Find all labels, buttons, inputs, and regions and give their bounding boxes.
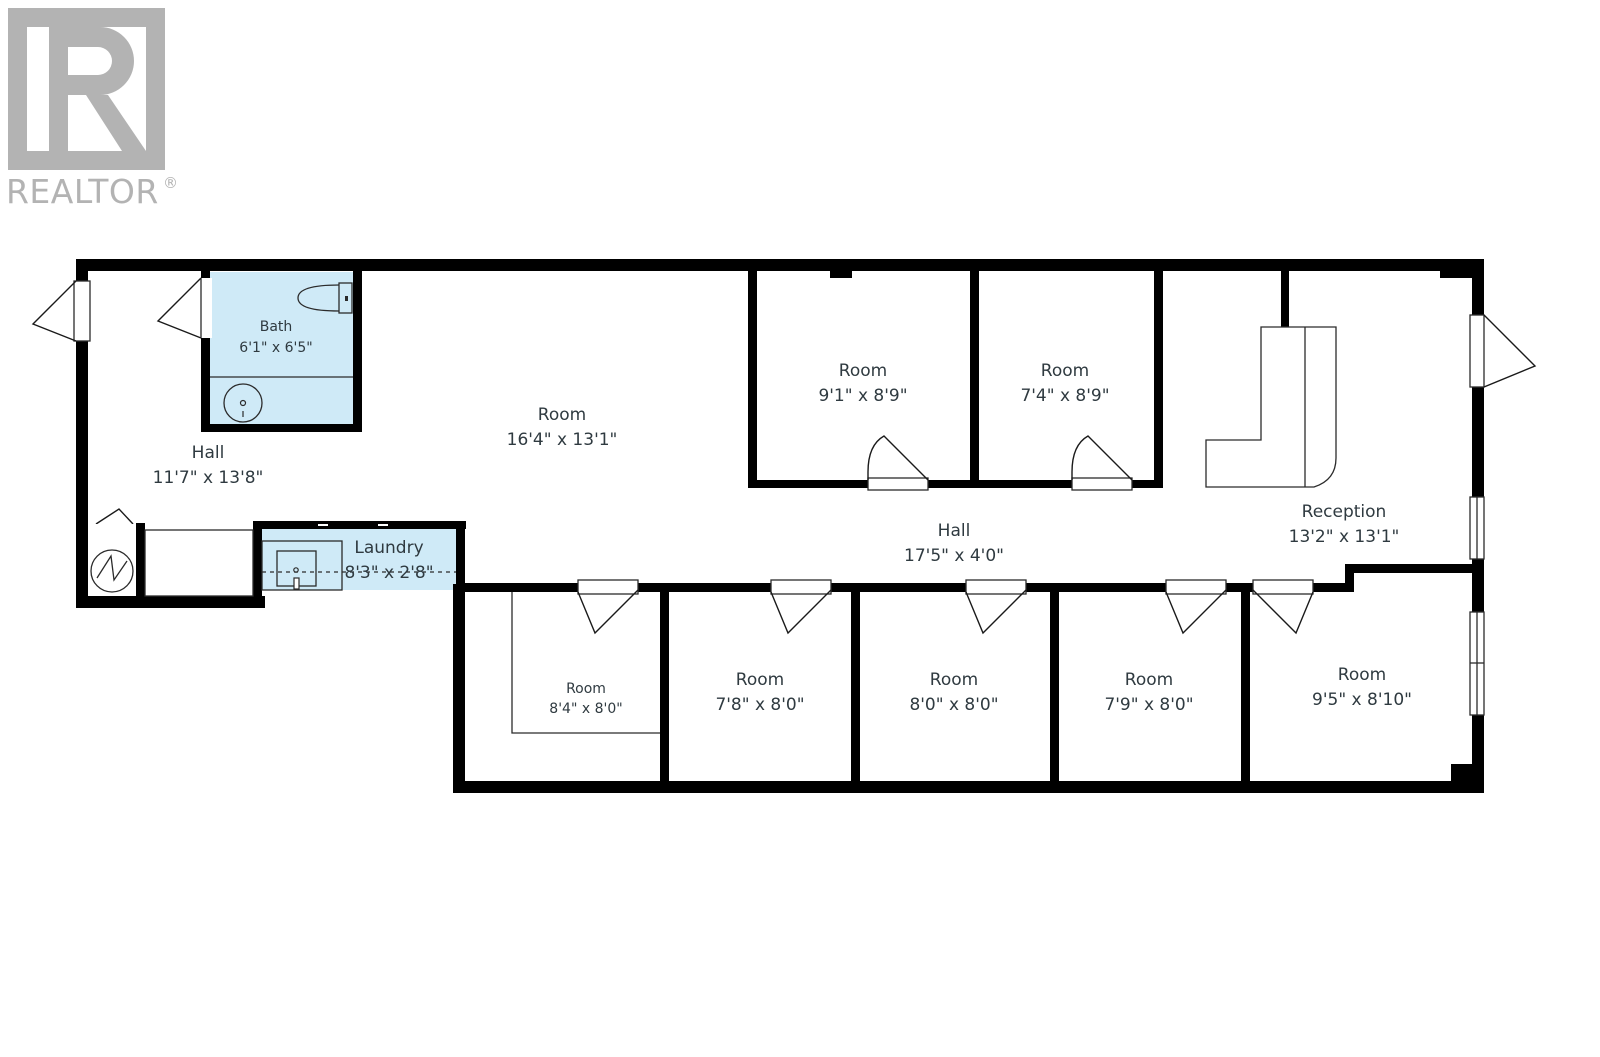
room-dims-hall-main: 17'5" x 4'0" <box>904 546 1004 566</box>
room-dims-s5: 9'5" x 8'10" <box>1312 690 1412 710</box>
realtor-r-logo-icon <box>8 8 165 170</box>
room-dims-n1: 9'1" x 8'9" <box>818 386 907 406</box>
room-label-hall-main: Hall <box>938 521 971 541</box>
room-dims-hall-west: 11'7" x 13'8" <box>153 468 264 488</box>
brand-name: REALTOR <box>6 172 159 211</box>
fixtures <box>88 282 1337 734</box>
room-label-main: Room <box>538 405 586 425</box>
room-dims-s3: 8'0" x 8'0" <box>909 695 998 715</box>
room-label-n2: Room <box>1041 361 1089 381</box>
interior-walls <box>136 271 1472 781</box>
water-heater-icon <box>88 524 136 596</box>
doors <box>31 277 1537 635</box>
room-label-reception: Reception <box>1302 502 1387 522</box>
room-label-laundry: Laundry <box>354 538 423 558</box>
room-label-hall-west: Hall <box>192 443 225 463</box>
room-dims-laundry: 8'3" x 2'8" <box>344 563 433 583</box>
room-label-s1: Room <box>566 681 606 697</box>
room-label-bath: Bath <box>260 319 293 335</box>
toilet-icon <box>297 282 353 314</box>
room-label-s2: Room <box>736 670 784 690</box>
laundry-sink-icon <box>261 540 343 591</box>
room-dims-s4: 7'9" x 8'0" <box>1104 695 1193 715</box>
reception-desk <box>1205 326 1337 488</box>
registered-mark: ® <box>163 174 178 192</box>
room-dims-s2: 7'8" x 8'0" <box>715 695 804 715</box>
bath-sink-icon <box>223 383 263 423</box>
east-windows <box>1469 314 1485 716</box>
bath-floor <box>210 272 353 425</box>
room-dims-main: 16'4" x 13'1" <box>507 430 618 450</box>
room-dims-s1: 8'4" x 8'0" <box>549 701 622 717</box>
room-label-s3: Room <box>930 670 978 690</box>
room-dims-n2: 7'4" x 8'9" <box>1020 386 1109 406</box>
realtor-logo: REALTOR ® <box>6 8 178 211</box>
room-labels: Bath 6'1" x 6'5" Hall 11'7" x 13'8" Room… <box>153 319 1412 717</box>
room-dims-bath: 6'1" x 6'5" <box>239 340 312 356</box>
room-label-n1: Room <box>839 361 887 381</box>
room-dims-reception: 13'2" x 13'1" <box>1289 527 1400 547</box>
room-label-s4: Room <box>1125 670 1173 690</box>
room-label-s5: Room <box>1338 665 1386 685</box>
